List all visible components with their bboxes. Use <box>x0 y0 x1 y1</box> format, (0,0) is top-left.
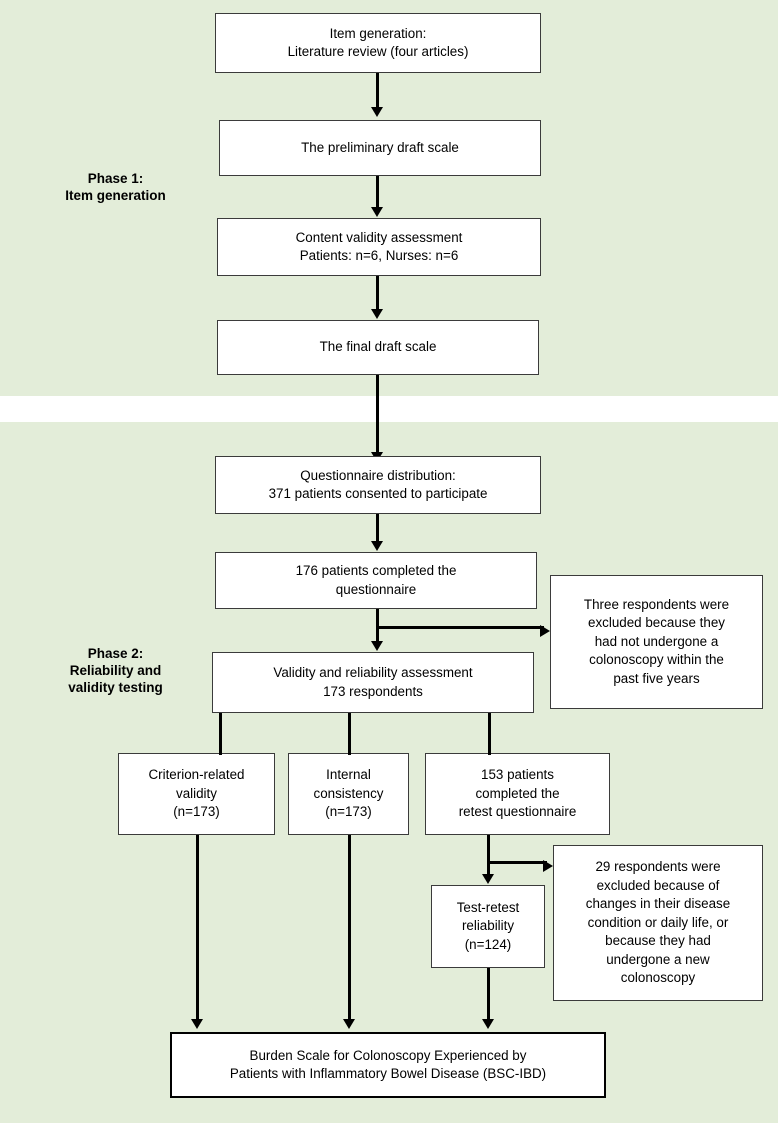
connector-completed-to-excluded-three <box>376 626 544 629</box>
connector-preliminary-to-content <box>376 176 379 208</box>
arrow-completed-to-validity <box>371 641 383 651</box>
node-retest-completed: 153 patients completed the retest questi… <box>425 753 610 835</box>
arrow-retest-to-excluded-twentynine <box>543 860 553 872</box>
arrow-internal-to-final <box>343 1019 355 1029</box>
node-validity-reliability: Validity and reliability assessment 173 … <box>212 652 534 713</box>
node-criterion-validity: Criterion-related validity (n=173) <box>118 753 275 835</box>
node-final-scale: Burden Scale for Colonoscopy Experienced… <box>170 1032 606 1098</box>
node-questionnaire-distribution: Questionnaire distribution: 371 patients… <box>215 456 541 514</box>
arrow-preliminary-to-content <box>371 207 383 217</box>
node-completed-questionnaire: 176 patients completed the questionnaire <box>215 552 537 609</box>
connector-validity-to-internal <box>348 713 351 755</box>
arrow-item-to-preliminary <box>371 107 383 117</box>
node-final-draft: The final draft scale <box>217 320 539 375</box>
node-excluded-twentynine: 29 respondents were excluded because of … <box>553 845 763 1001</box>
phase2-label: Phase 2: Reliability and validity testin… <box>68 646 163 695</box>
connector-retest-to-testretest <box>487 835 490 877</box>
connector-final-to-questionnaire <box>376 375 379 455</box>
connector-completed-to-validity <box>376 609 379 642</box>
arrow-questionnaire-to-completed <box>371 541 383 551</box>
connector-testretest-to-final <box>487 968 490 1020</box>
connector-internal-to-final <box>348 835 351 1020</box>
connector-questionnaire-to-completed <box>376 514 379 542</box>
arrow-criterion-to-final <box>191 1019 203 1029</box>
connector-criterion-to-final <box>196 835 199 1020</box>
node-test-retest: Test-retest reliability (n=124) <box>431 885 545 968</box>
connector-retest-to-excluded-twentynine <box>487 861 547 864</box>
node-preliminary-draft: The preliminary draft scale <box>219 120 541 176</box>
connector-content-to-final <box>376 276 379 310</box>
node-content-validity: Content validity assessment Patients: n=… <box>217 218 541 276</box>
connector-validity-to-retest <box>488 713 491 755</box>
phase1-label: Phase 1: Item generation <box>65 171 166 203</box>
node-excluded-three: Three respondents were excluded because … <box>550 575 763 709</box>
node-internal-consistency: Internal consistency (n=173) <box>288 753 409 835</box>
arrow-testretest-to-final <box>482 1019 494 1029</box>
node-item-generation: Item generation: Literature review (four… <box>215 13 541 73</box>
connector-item-to-preliminary <box>376 73 379 108</box>
arrow-completed-to-excluded-three <box>540 625 550 637</box>
connector-validity-to-criterion <box>219 713 222 755</box>
arrow-retest-to-testretest <box>482 874 494 884</box>
arrow-content-to-final <box>371 309 383 319</box>
